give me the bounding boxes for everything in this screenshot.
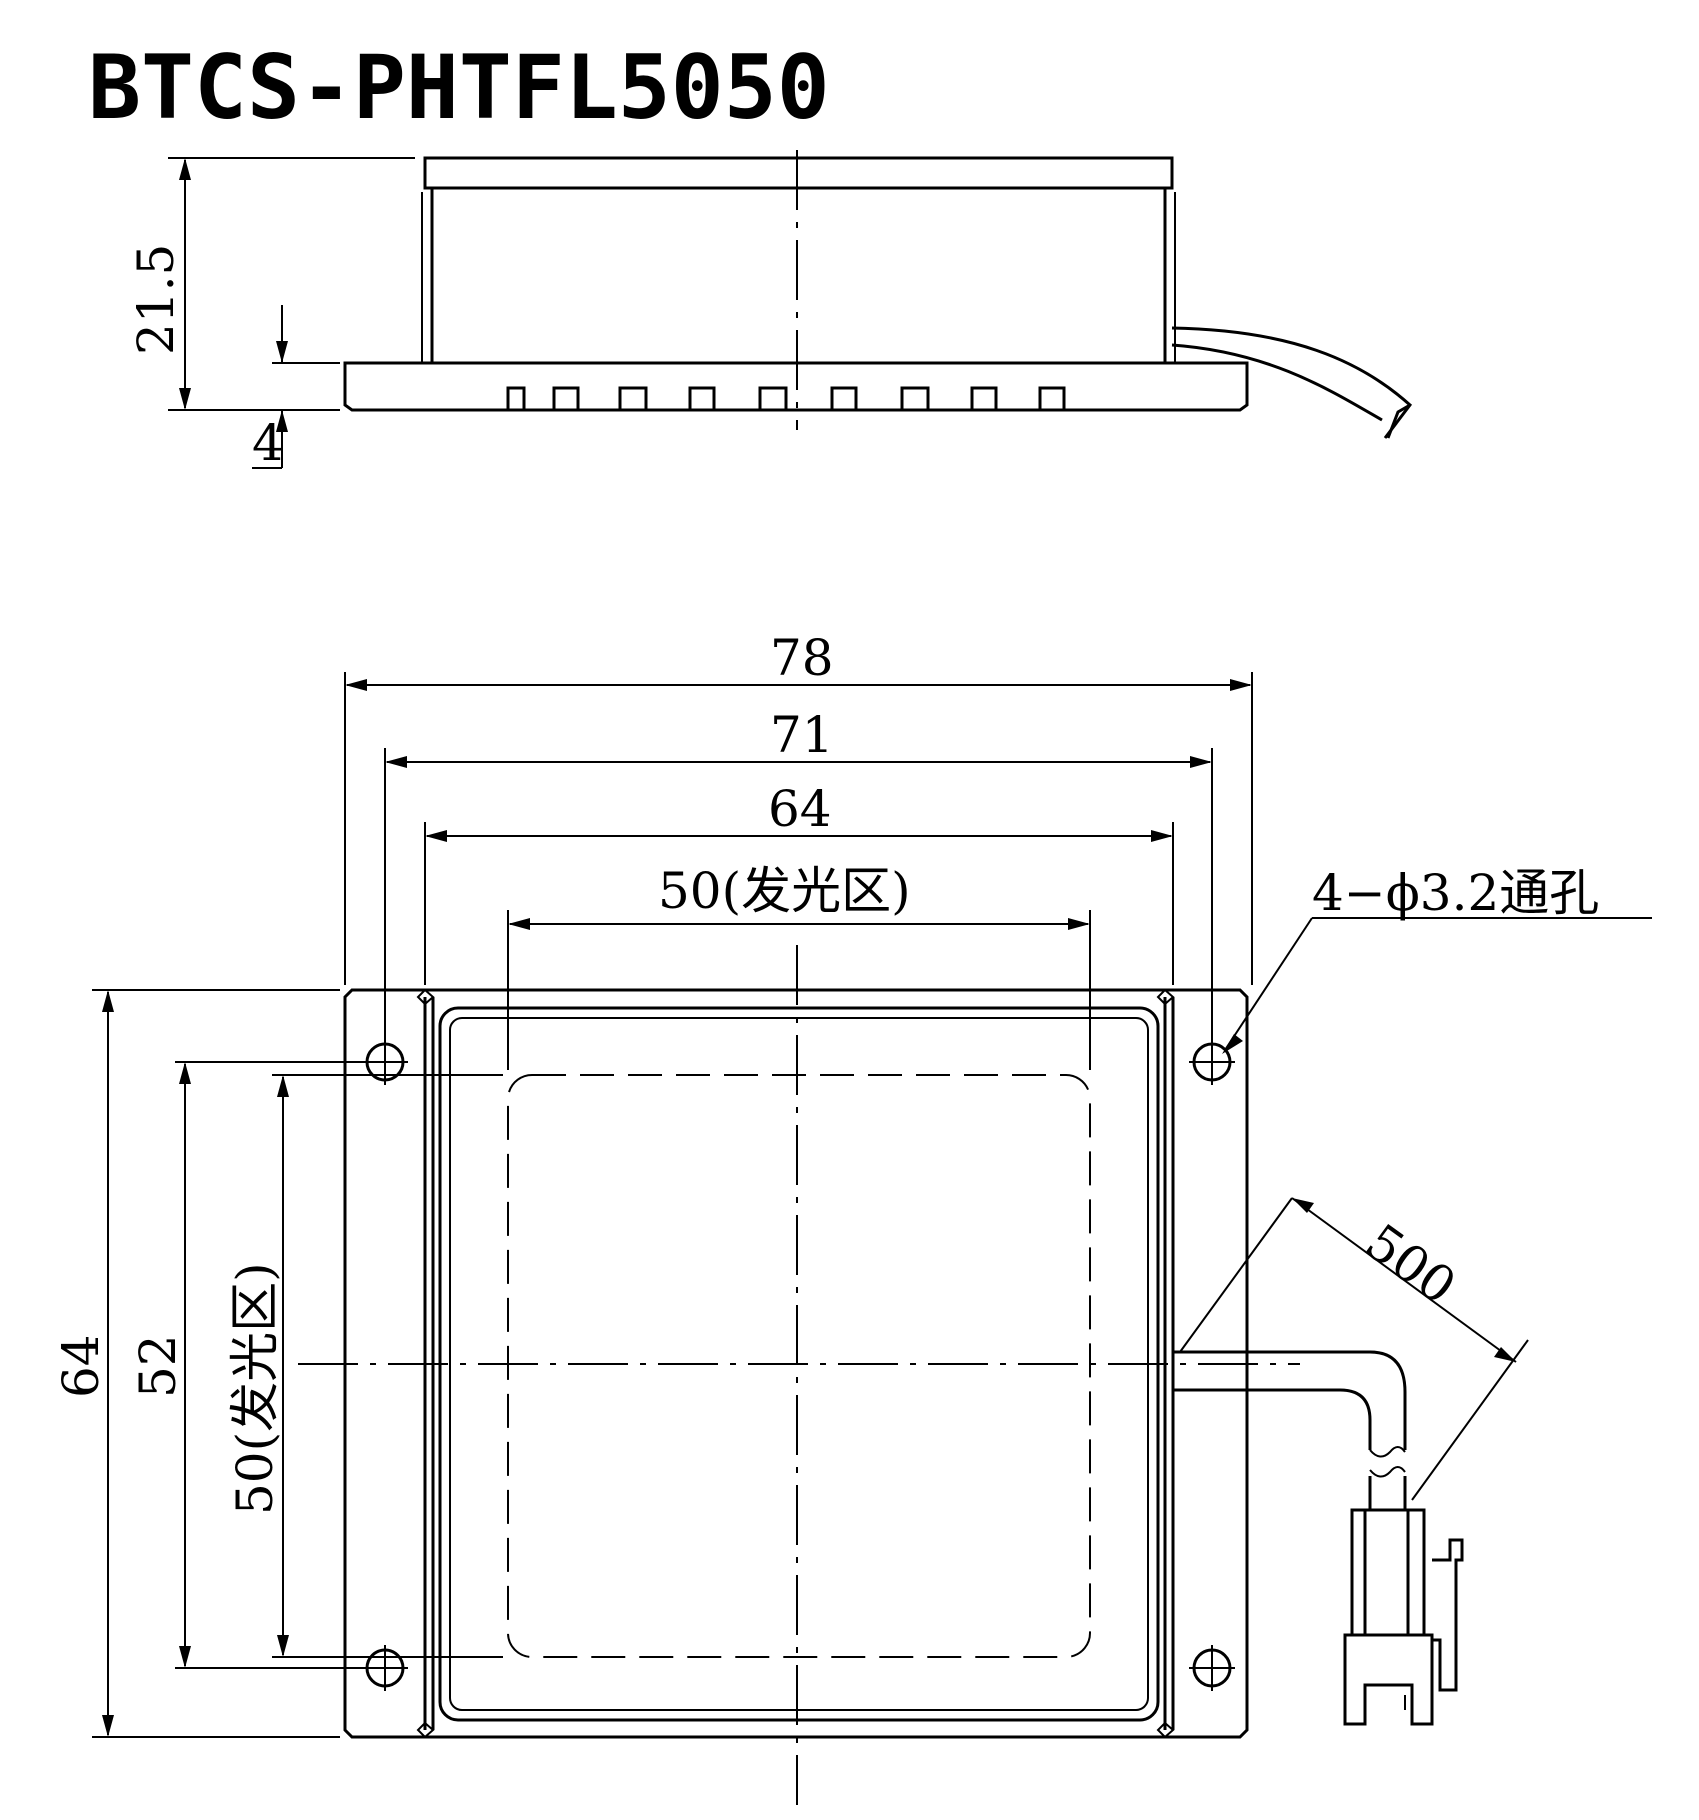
top-view: 78 71 64 50(发光区) 64 (52, 629, 1652, 1805)
side-cable (1171, 326, 1413, 439)
dim-width-78: 78 (770, 629, 834, 687)
emitting-area (507, 1074, 1091, 1658)
side-view: 21.5 4 (127, 150, 1413, 472)
heat-sink-fins (506, 386, 1066, 410)
mounting-hole-tl (362, 1039, 408, 1085)
dim-width-64: 64 (768, 780, 832, 838)
outer-plate (343, 988, 1249, 1739)
dim-base-4: 4 (252, 414, 284, 472)
housing-body (430, 188, 1167, 362)
dim-height-50-emit: 50(发光区) (226, 1262, 284, 1515)
dim-width-71: 71 (770, 706, 834, 764)
mounting-hole-bl (362, 1645, 408, 1691)
dim-height-64: 64 (52, 1334, 110, 1398)
mounting-hole-tr (1189, 1039, 1235, 1085)
connector (1343, 1508, 1464, 1726)
dim-width-50-emit: 50(发光区) (658, 862, 911, 920)
dim-height-215: 21.5 (127, 244, 185, 355)
top-cable (1173, 1350, 1407, 1450)
product-title: BTCS-PHTFL5050 (88, 36, 830, 139)
mounting-hole-br (1189, 1645, 1235, 1691)
hole-note: 4−ϕ3.2通孔 (1312, 864, 1599, 922)
hole-leader (1224, 917, 1313, 1051)
base-plate (343, 361, 1249, 412)
dim-height-52: 52 (129, 1334, 187, 1398)
dim-cable-500: 500 (1355, 1213, 1466, 1316)
cover-plate (423, 156, 1174, 190)
